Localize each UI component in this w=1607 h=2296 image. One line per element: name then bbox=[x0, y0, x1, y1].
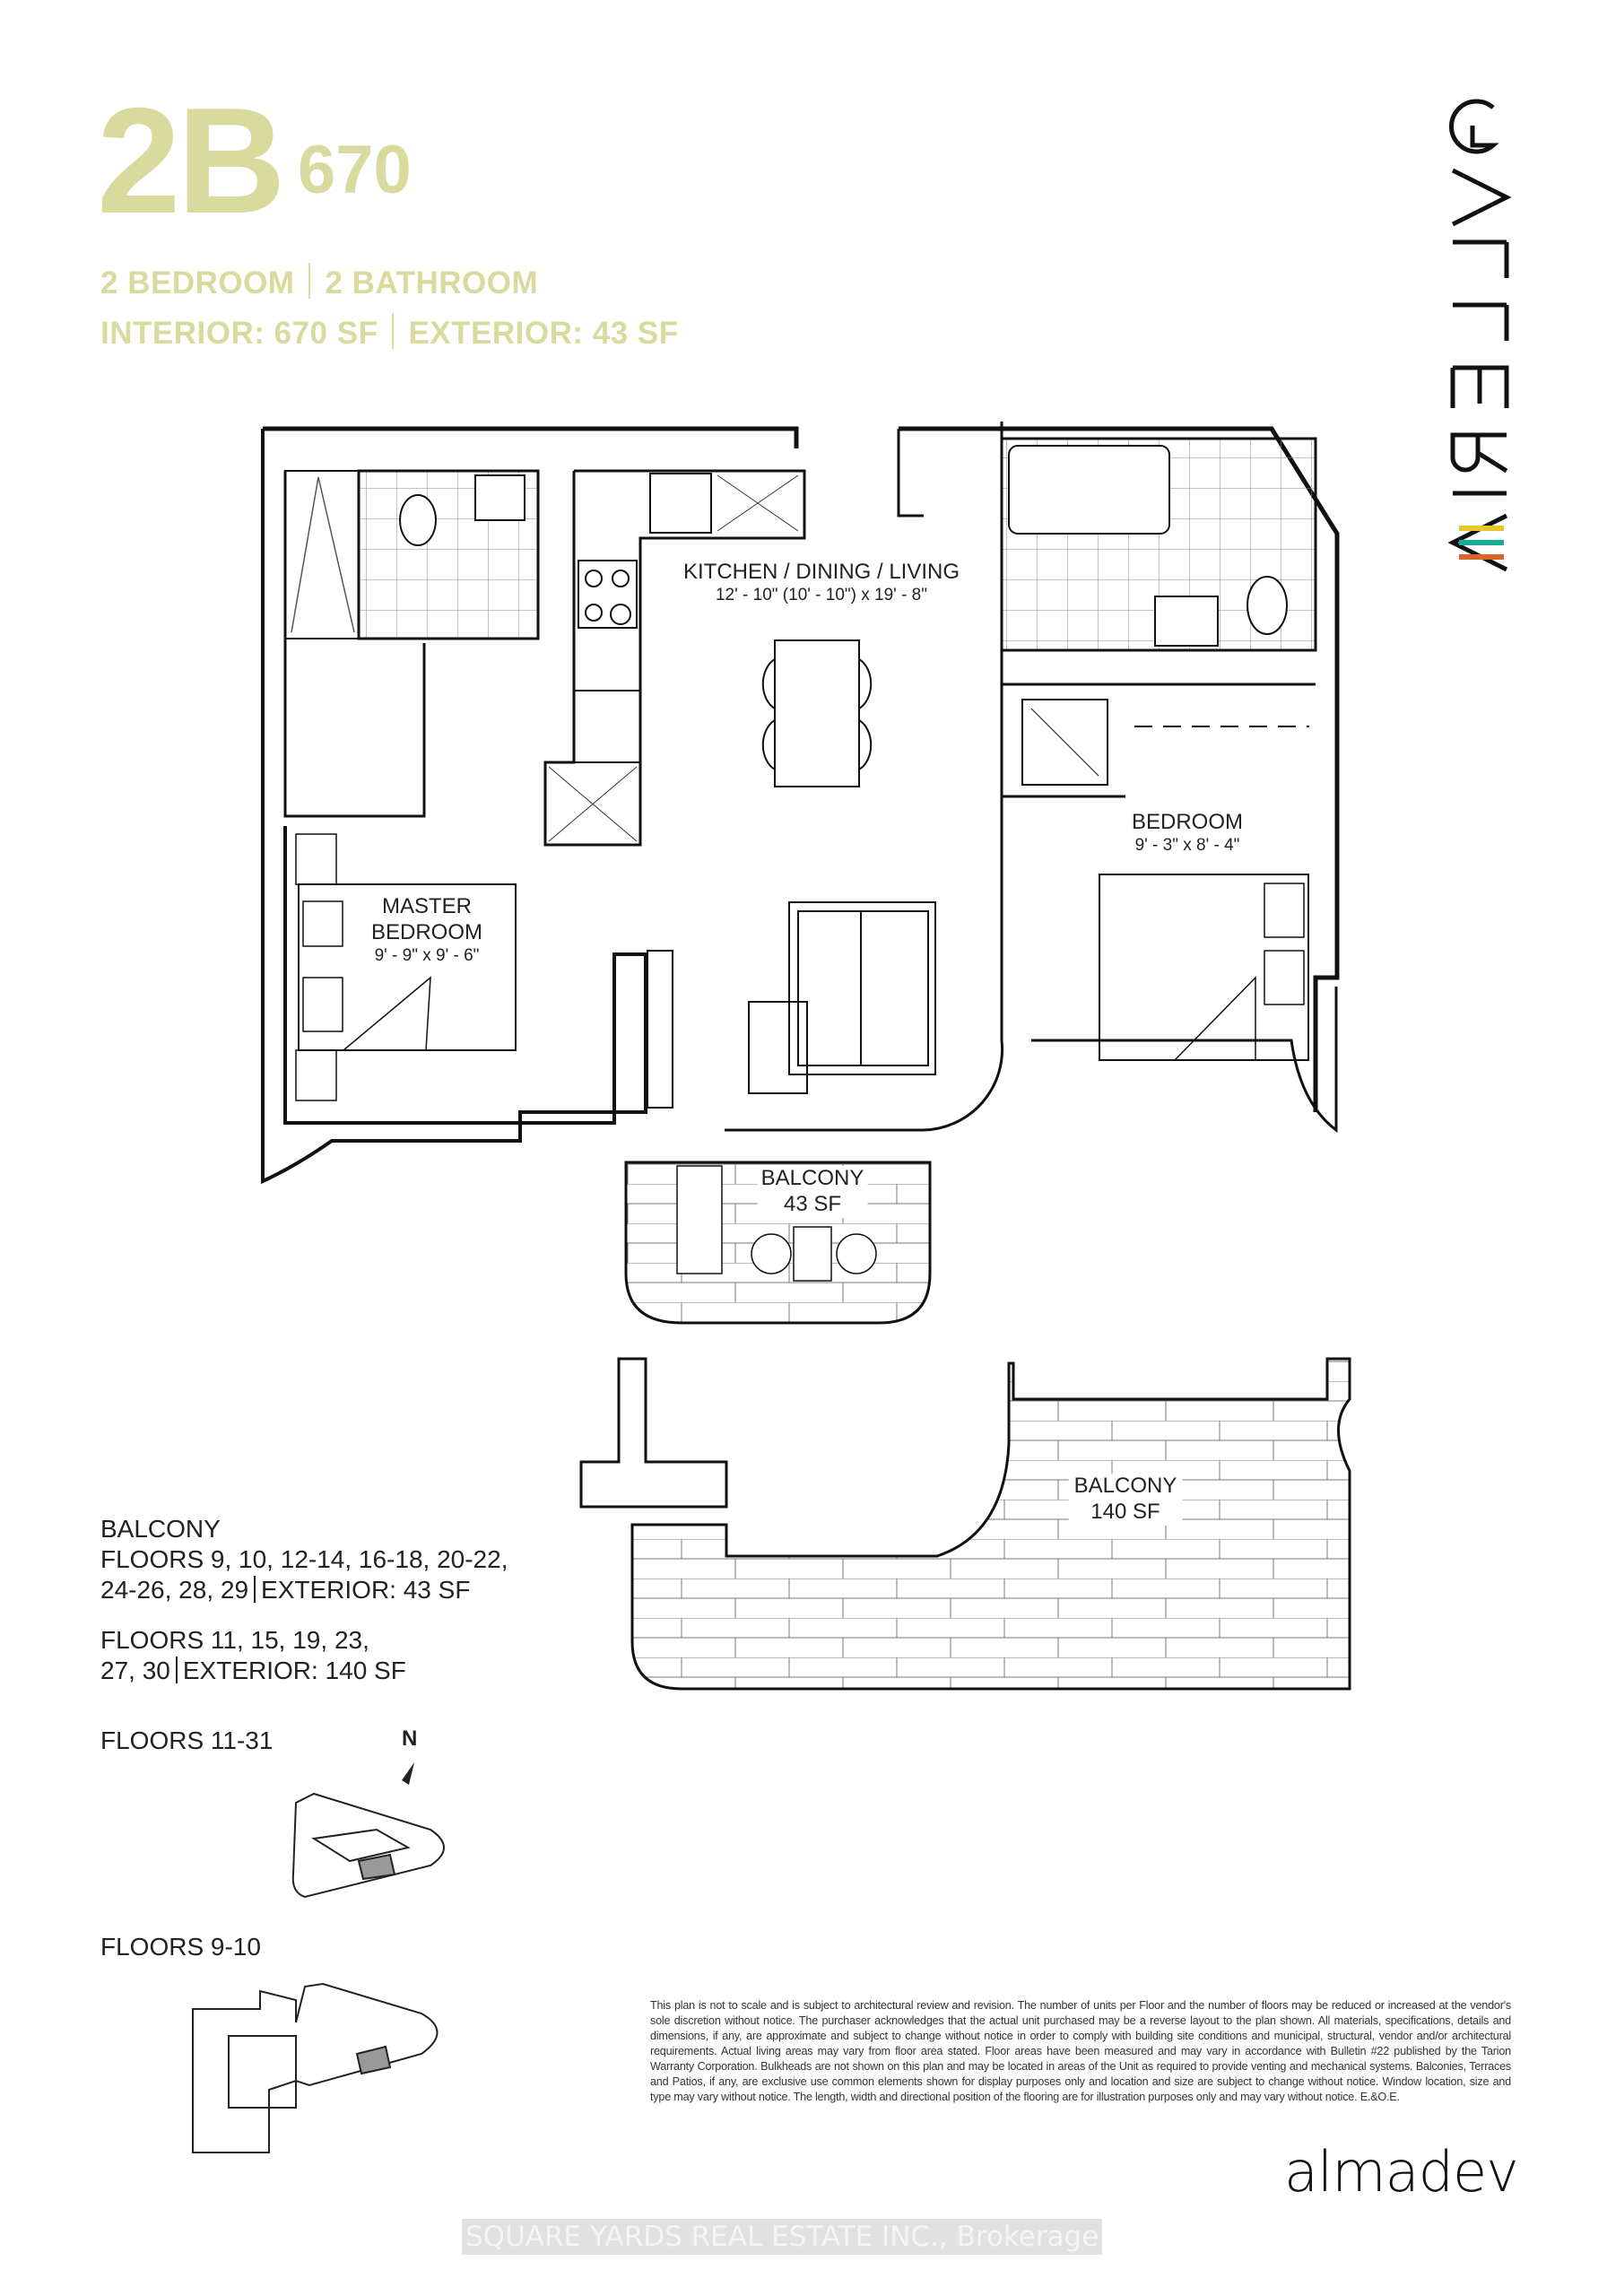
sink bbox=[1154, 596, 1219, 647]
cooktop bbox=[578, 560, 638, 629]
floor-list: 27, 30 bbox=[100, 1657, 170, 1684]
kitchen-label: KITCHEN / DINING / LIVING 12' - 10" (10'… bbox=[683, 560, 960, 606]
notes-title: BALCONY bbox=[100, 1515, 221, 1543]
room-name: BEDROOM bbox=[1131, 810, 1244, 834]
dining-table bbox=[774, 639, 860, 787]
sink bbox=[474, 474, 526, 521]
notes-line: FLOORS 11, 15, 19, 23, bbox=[100, 1626, 369, 1654]
notes-line: FLOORS 9, 10, 12-14, 16-18, 20-22, bbox=[100, 1545, 508, 1573]
brokerage-watermark: SQUARE YARDS REAL ESTATE INC., Brokerage bbox=[462, 2219, 1103, 2255]
exterior-area: EXTERIOR: 43 SF bbox=[261, 1576, 471, 1604]
second-bed bbox=[1099, 874, 1309, 1061]
dining-chairs bbox=[761, 658, 873, 770]
north-arrow bbox=[402, 1762, 414, 1785]
bathroom-count: 2 BATHROOM bbox=[325, 265, 539, 300]
room-area: 43 SF bbox=[783, 1191, 842, 1216]
developer-logo: almadev bbox=[1284, 2139, 1519, 2205]
divider bbox=[175, 1657, 178, 1683]
key-plan-floors-9-10 bbox=[192, 1982, 439, 2153]
toilet bbox=[1247, 576, 1288, 635]
notes-line: 27, 30 EXTERIOR: 140 SF bbox=[100, 1656, 508, 1686]
balcony-notes: BALCONY FLOORS 9, 10, 12-14, 16-18, 20-2… bbox=[100, 1514, 508, 1686]
cabinet bbox=[573, 690, 641, 763]
logo-stripe-orange bbox=[1459, 554, 1504, 560]
interior-area: INTERIOR: 670 SF bbox=[100, 316, 378, 351]
room-area: 140 SF bbox=[1090, 1499, 1160, 1524]
notes-line: 24-26, 28, 29 EXTERIOR: 43 SF bbox=[100, 1575, 508, 1605]
room-name: BALCONY bbox=[1073, 1474, 1177, 1498]
room-name: KITCHEN / DINING / LIVING bbox=[682, 560, 960, 584]
master-shower bbox=[284, 470, 360, 639]
keyplan-label: FLOORS 11-31 bbox=[100, 1726, 274, 1754]
divider bbox=[254, 1576, 256, 1603]
sofa bbox=[788, 901, 936, 1075]
room-dims: 9' - 3" x 8' - 4" bbox=[1134, 835, 1240, 855]
divider bbox=[392, 313, 395, 349]
area-summary: INTERIOR: 670 SF EXTERIOR: 43 SF bbox=[100, 313, 679, 349]
kitchen-sink bbox=[649, 473, 712, 534]
unit-size: 670 bbox=[298, 132, 412, 208]
north-label: N bbox=[402, 1726, 418, 1751]
divider bbox=[308, 263, 311, 299]
galleria-logo bbox=[1447, 99, 1512, 572]
master-bedroom-label: MASTER BEDROOM 9' - 9" x 9' - 6" bbox=[370, 894, 483, 967]
toilet bbox=[399, 494, 437, 546]
logo-stripe-yellow bbox=[1459, 526, 1504, 531]
tv-console bbox=[647, 950, 673, 1109]
key-plan-floors-11-31 bbox=[291, 1792, 445, 1899]
bathtub bbox=[1008, 445, 1170, 535]
balcony-140 bbox=[630, 1357, 1351, 1691]
washer-dryer bbox=[1021, 699, 1108, 786]
balcony-table bbox=[793, 1226, 832, 1282]
room-name: BEDROOM bbox=[370, 919, 483, 944]
keyplan-label: FLOORS 9-10 bbox=[100, 1933, 261, 1961]
room-count: 2 BEDROOM 2 BATHROOM bbox=[100, 263, 538, 299]
balcony-43-label: BALCONY 43 SF bbox=[757, 1166, 868, 1218]
bedroom-label: BEDROOM 9' - 3" x 8' - 4" bbox=[1132, 810, 1243, 857]
exterior-area: EXTERIOR: 43 SF bbox=[408, 316, 679, 351]
unit-code: 2B bbox=[97, 76, 286, 245]
nightstand bbox=[295, 833, 337, 885]
coffee-table bbox=[748, 1001, 808, 1094]
room-name: MASTER bbox=[381, 894, 473, 918]
floor-list: 24-26, 28, 29 bbox=[100, 1576, 249, 1604]
nightstand bbox=[295, 1049, 337, 1101]
fridge bbox=[548, 766, 638, 842]
master-bed bbox=[298, 883, 517, 1051]
room-dims: 12' - 10" (10' - 10") x 19' - 8" bbox=[715, 585, 927, 604]
room-dims: 9' - 9" x 9' - 6" bbox=[374, 945, 480, 965]
room-name: BALCONY bbox=[760, 1166, 864, 1190]
bedroom-count: 2 BEDROOM bbox=[100, 265, 295, 300]
logo-stripe-teal bbox=[1459, 540, 1504, 545]
disclaimer: This plan is not to scale and is subject… bbox=[650, 1999, 1511, 2103]
exterior-area: EXTERIOR: 140 SF bbox=[182, 1657, 406, 1684]
planter bbox=[676, 1165, 723, 1274]
balcony-140-label: BALCONY 140 SF bbox=[1068, 1474, 1183, 1526]
